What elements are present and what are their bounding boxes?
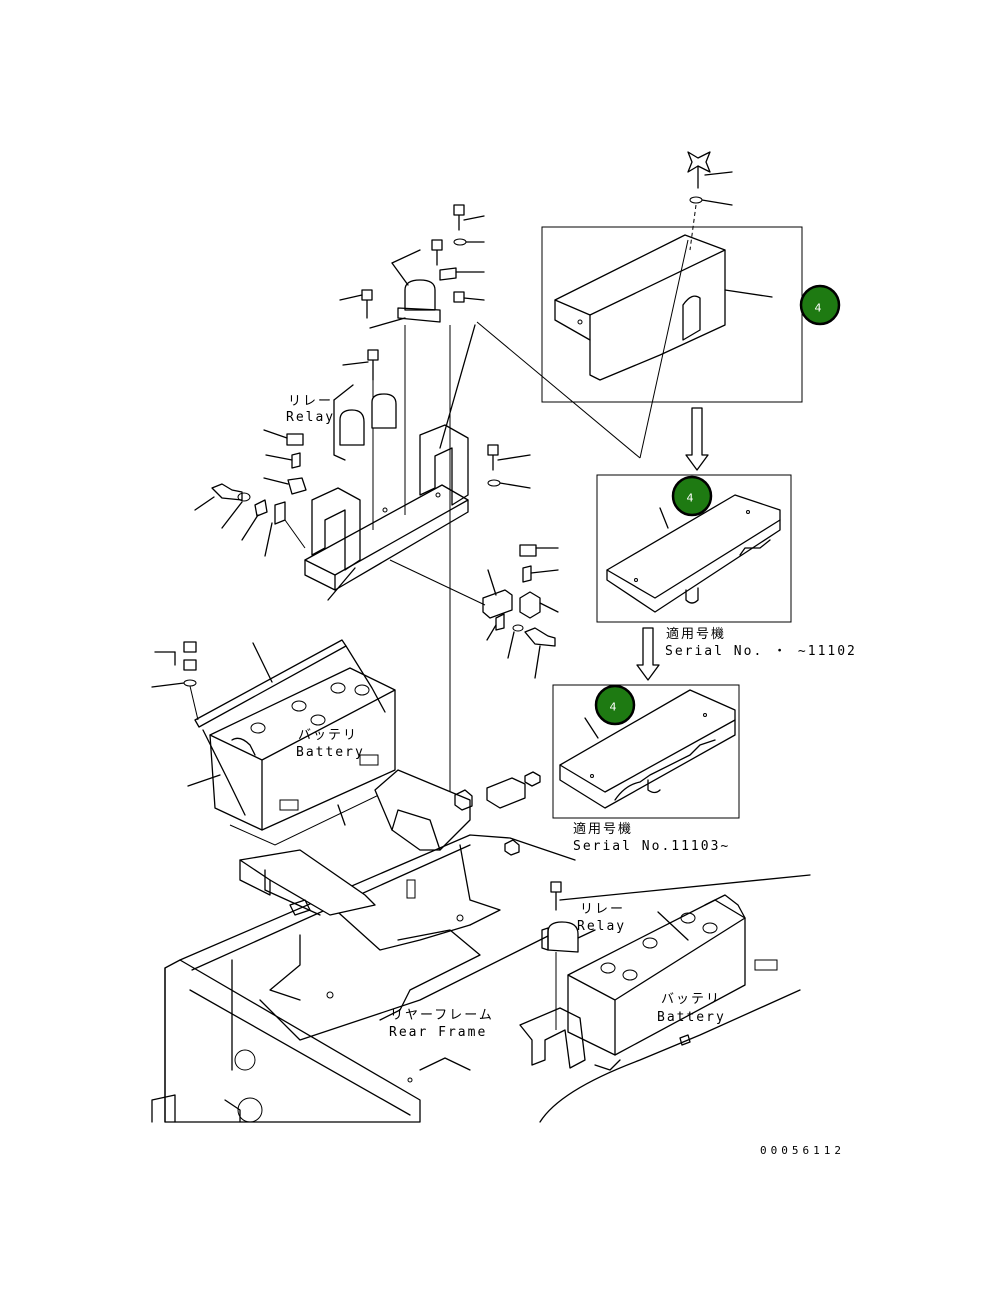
relay-bracket-assembly (194, 204, 531, 820)
relay-label-en-bottom: Relay (577, 919, 626, 934)
wing-bolt (687, 151, 733, 251)
battery-label-jp-left: バッテリ (298, 728, 358, 743)
rear-frame-label-en: Rear Frame (389, 1025, 487, 1040)
applicable-label-1: 適用号機 (666, 626, 726, 642)
serial-range-2: Serial No.11103~ (573, 839, 730, 854)
callout-number: 4 (687, 492, 694, 505)
callout-badge[interactable]: 4 (671, 475, 713, 517)
serial-range-1: Serial No. ・ ~11102 (665, 644, 857, 659)
callout-circle[interactable] (671, 475, 713, 517)
callout-circle[interactable] (594, 684, 636, 726)
cover-detail-3 (552, 684, 740, 819)
rear-frame (151, 834, 811, 1123)
cover-detail-1 (541, 226, 803, 403)
center-bracket (374, 769, 541, 856)
battery-left (151, 639, 411, 846)
battery-right (519, 881, 778, 1071)
leader-line (639, 239, 689, 459)
rear-frame-label-jp: リヤーフレーム (390, 1008, 494, 1023)
leader-line (476, 321, 641, 459)
applicable-label-2: 適用号機 (573, 821, 633, 837)
relay-label-jp-bottom: リレー (580, 902, 625, 917)
relay-label-en-top: Relay (286, 410, 335, 425)
annotations: リレー Relay バッテリ Battery 適用号機 Serial No. ・… (286, 394, 857, 1157)
variant-arrow-2 (636, 627, 660, 681)
battery-label-en-left: Battery (296, 745, 365, 760)
right-bracket-parts (389, 544, 559, 679)
callout-badge[interactable]: 4 (799, 284, 841, 326)
relay-label-jp-top: リレー (288, 394, 333, 409)
drawing-code: 00056112 (760, 1144, 845, 1157)
callout-circle[interactable] (799, 284, 841, 326)
battery-label-jp-right: バッテリ (661, 992, 721, 1007)
cover-detail-2 (596, 474, 792, 623)
callout-badge[interactable]: 4 (594, 684, 636, 726)
callout-number: 4 (815, 302, 822, 315)
variant-arrow-1 (685, 407, 709, 471)
callout-number: 4 (610, 701, 617, 714)
battery-label-en-right: Battery (657, 1010, 726, 1025)
